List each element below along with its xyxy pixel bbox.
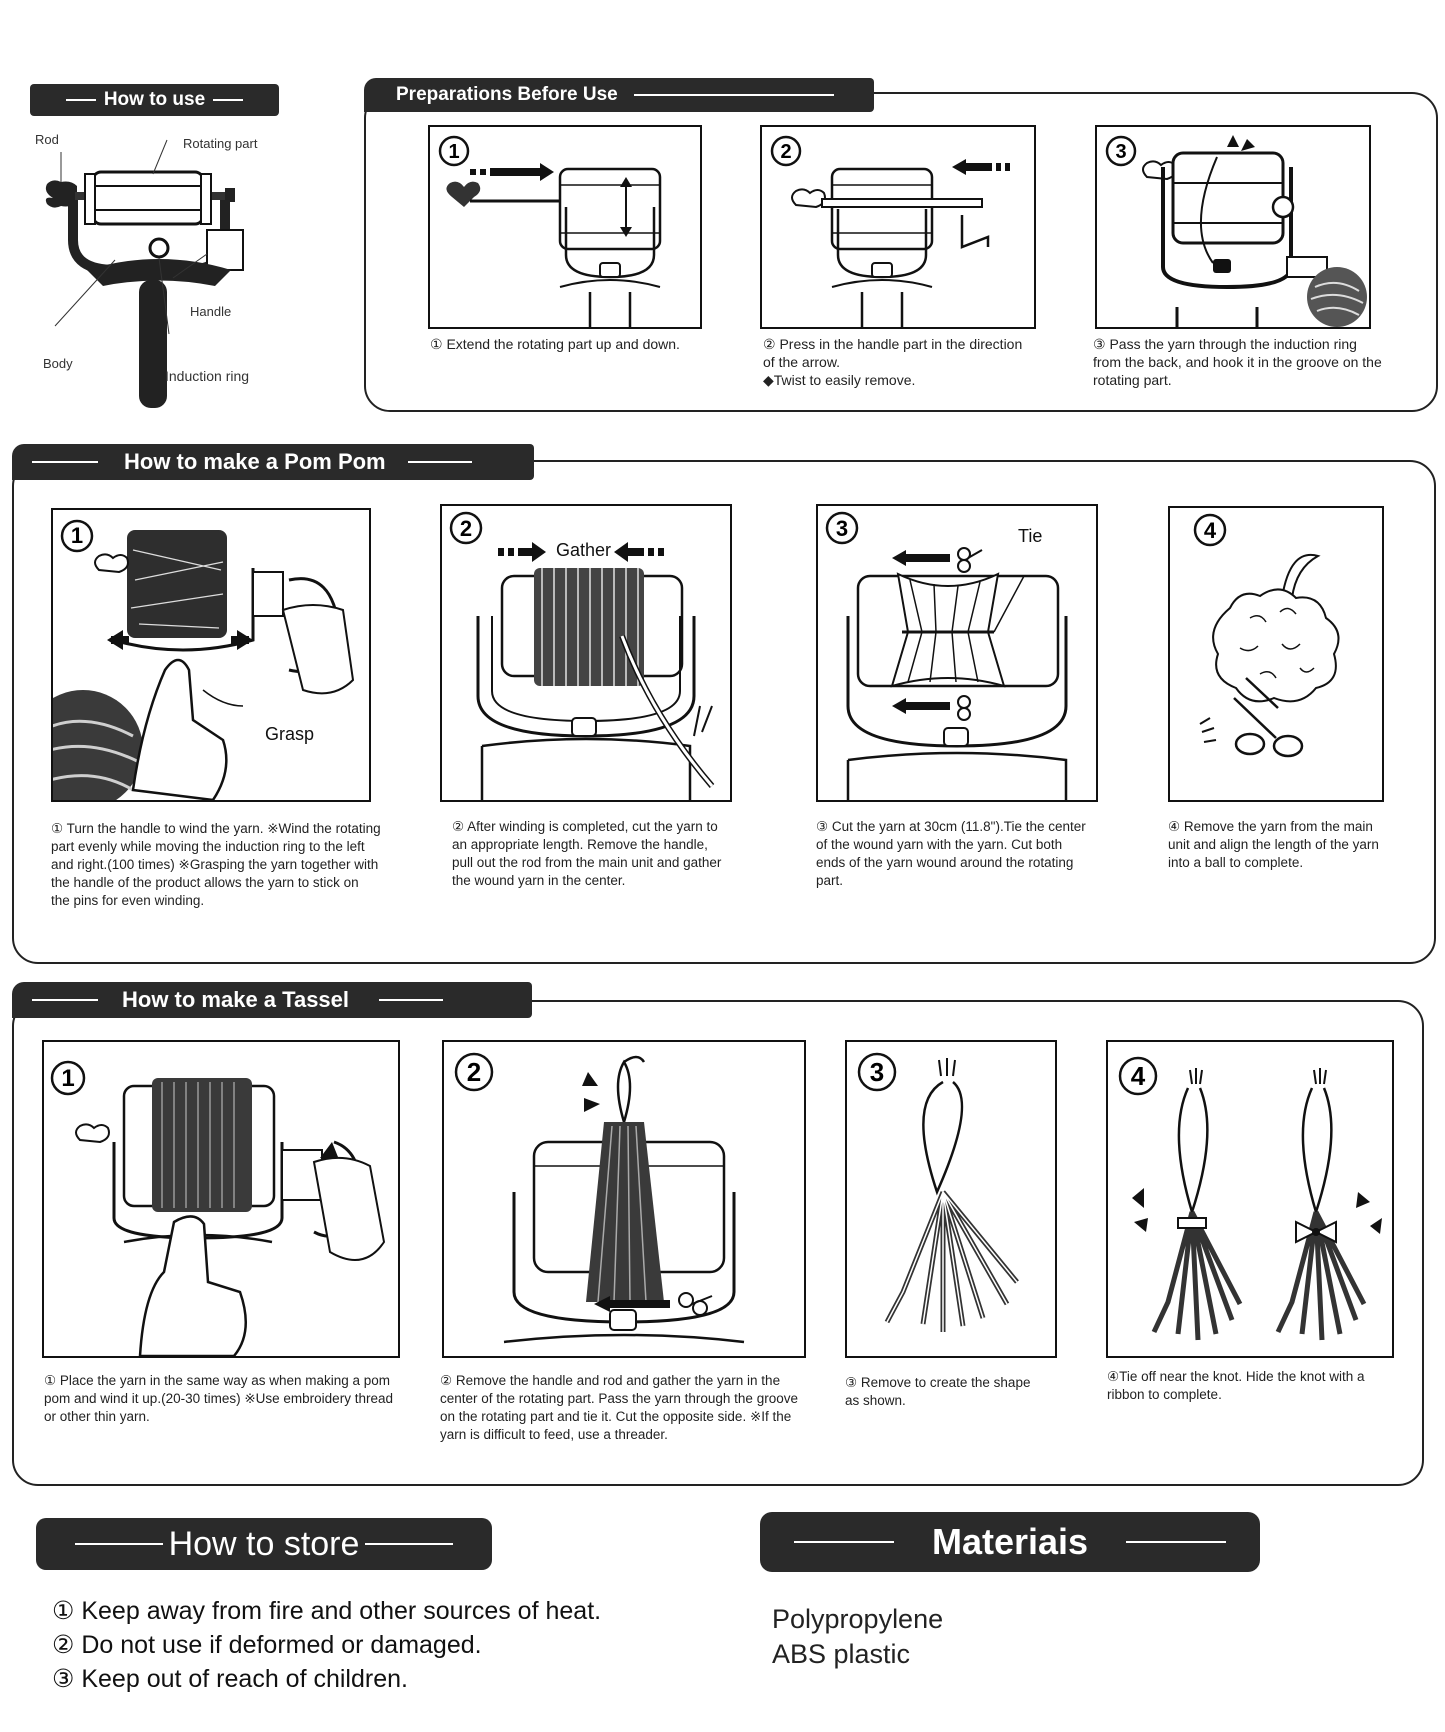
tassel-caption-3: ③ Remove to create the shape as shown. (845, 1375, 1031, 1408)
store-item: ③ Keep out of reach of children. (52, 1665, 408, 1693)
pompom-title: How to make a Pom Pom (124, 449, 386, 474)
pompom-caption-4: ④ Remove the yarn from the main unit and… (1168, 819, 1379, 870)
prep-illustration-2: 2 (770, 135, 1010, 327)
tassel-illustration-2: 2 (454, 1052, 745, 1344)
svg-text:1: 1 (71, 523, 83, 548)
tassel-illustration-4: 4 (1118, 1056, 1382, 1341)
prep-panel-2: 2 (760, 125, 1036, 329)
tassel-illustration-3: 3 (857, 1052, 1019, 1332)
pompom-section (12, 460, 1436, 964)
prep-caption-2: ② Press in the handle part in the direct… (763, 335, 1033, 389)
tassel-banner: How to make a Tassel (12, 982, 532, 1018)
loom-diagram: Rod Rotating part Handle Body Induction … (35, 130, 290, 420)
pompom-caption-1: ① Turn the handle to wind the yarn. ※Win… (51, 821, 381, 908)
svg-text:2: 2 (460, 516, 472, 541)
prep-illustration-3: 3 (1105, 135, 1367, 327)
label-grasp: Grasp (265, 724, 315, 744)
pompom-panel-1: 1 Grasp (51, 508, 371, 802)
svg-text:1: 1 (61, 1065, 74, 1092)
prep-panel-1: 1 (428, 125, 702, 329)
label-rod: Rod (35, 132, 59, 147)
svg-text:4: 4 (1131, 1061, 1146, 1091)
svg-text:2: 2 (780, 141, 791, 163)
material-item: ABS plastic (772, 1639, 911, 1669)
pompom-panel-3: 3 Tie (816, 504, 1098, 802)
how-to-use-title: How to use (103, 89, 206, 110)
prep-title: Preparations Before Use (396, 84, 618, 105)
pompom-illustration-4: 4 (1193, 513, 1340, 758)
loom-illustration (45, 139, 244, 408)
label-rotating-part: Rotating part (183, 136, 258, 151)
store-item: ② Do not use if deformed or damaged. (52, 1631, 482, 1659)
materials-list: Polypropylene ABS plastic (772, 1602, 943, 1672)
svg-text:3: 3 (1115, 141, 1126, 163)
prep-caption-2-note: ◆Twist to easily remove. (763, 372, 916, 388)
prep-banner: Preparations Before Use (364, 78, 874, 112)
tassel-panel-3: 3 (845, 1040, 1057, 1358)
label-induction-ring: Induction ring (165, 368, 250, 384)
how-to-use-banner: How to use (30, 84, 279, 116)
materials-title: Materiais (931, 1521, 1089, 1562)
prep-section (364, 92, 1438, 412)
tassel-title: How to make a Tassel (122, 987, 350, 1012)
label-body: Body (43, 356, 73, 371)
svg-text:4: 4 (1204, 518, 1217, 543)
prep-caption-1: ① Extend the rotating part up and down. (430, 336, 680, 352)
tassel-caption-2: ② Remove the handle and rod and gather t… (440, 1373, 798, 1442)
store-list: ① Keep away from fire and other sources … (52, 1594, 601, 1696)
pompom-caption-3: ③ Cut the yarn at 30cm (11.8").Tie the c… (816, 819, 1086, 888)
tassel-caption-1: ① Place the yarn in the same way as when… (44, 1373, 393, 1424)
label-tie: Tie (1018, 526, 1043, 546)
prep-caption-3: ③ Pass the yarn through the induction ri… (1093, 336, 1382, 388)
svg-text:2: 2 (467, 1057, 481, 1087)
prep-caption-2-text: ② Press in the handle part in the direct… (763, 336, 1023, 370)
store-banner: How to store (36, 1518, 492, 1570)
svg-text:1: 1 (448, 141, 459, 163)
tassel-panel-1: 1 (42, 1040, 400, 1358)
prep-illustration-1: 1 (438, 135, 662, 327)
tassel-panel-4: 4 (1106, 1040, 1394, 1358)
svg-text:3: 3 (870, 1057, 884, 1087)
pompom-panel-4: 4 (1168, 506, 1384, 802)
tassel-section (12, 1000, 1424, 1486)
pompom-illustration-3: 3 (825, 511, 1068, 800)
pompom-illustration-1: 1 (53, 519, 355, 800)
material-item: Polypropylene (772, 1604, 944, 1634)
label-handle: Handle (190, 304, 232, 319)
tassel-panel-2: 2 (442, 1040, 806, 1358)
tassel-caption-4: ④Tie off near the knot. Hide the knot wi… (1107, 1369, 1365, 1402)
svg-text:3: 3 (836, 516, 848, 541)
pompom-illustration-2: 2 (449, 511, 715, 800)
prep-panel-3: 3 (1095, 125, 1371, 329)
store-title: How to store (168, 1524, 360, 1563)
tassel-illustration-1: 1 (50, 1060, 386, 1356)
materials-banner: Materiais (760, 1512, 1260, 1572)
pompom-banner: How to make a Pom Pom (12, 444, 534, 480)
pompom-panel-2: 2 Gather (440, 504, 732, 802)
store-item: ① Keep away from fire and other sources … (52, 1597, 602, 1625)
pompom-caption-2: ② After winding is completed, cut the ya… (452, 819, 722, 888)
label-gather: Gather (556, 540, 612, 560)
